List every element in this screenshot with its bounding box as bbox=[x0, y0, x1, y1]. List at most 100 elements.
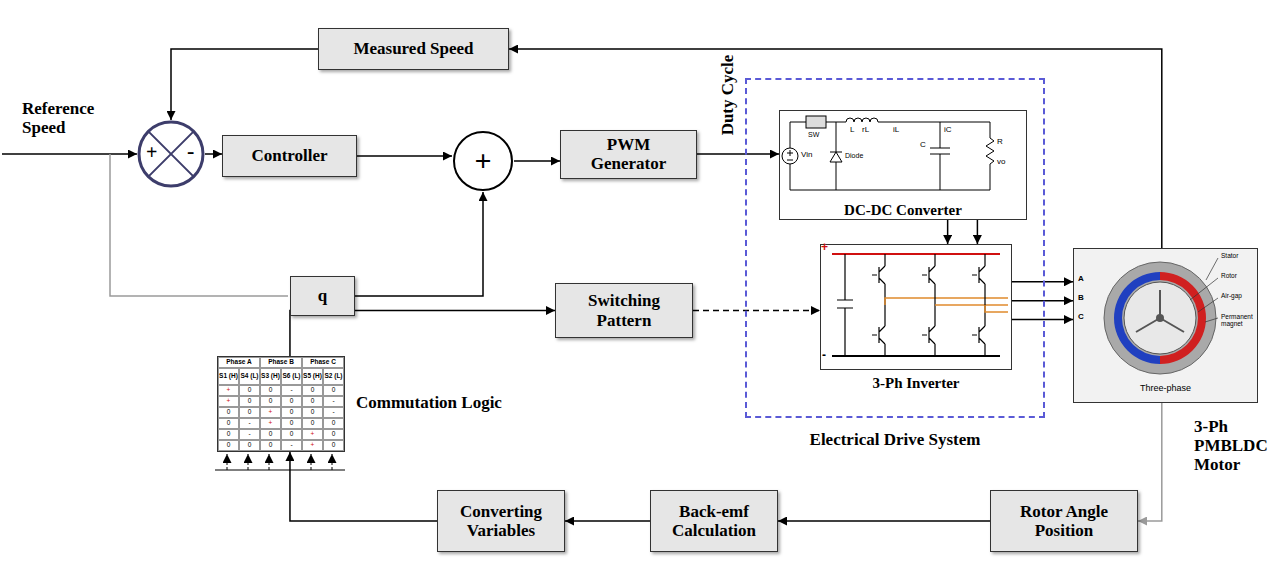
table-cell: - bbox=[323, 407, 344, 418]
process-box: Switching Pattern bbox=[555, 283, 693, 338]
node-text: Rotor Angle Position bbox=[999, 502, 1129, 540]
node-text: DC-DC Converter bbox=[780, 202, 1026, 219]
igbt-leg bbox=[885, 298, 1008, 305]
adder-circle: + bbox=[452, 130, 514, 192]
node-text: Commutation Logic bbox=[356, 393, 502, 412]
table-cell: S4 (L) bbox=[239, 368, 260, 385]
igbt-leg bbox=[922, 254, 935, 356]
table-cell: - bbox=[281, 440, 302, 451]
node-text: q bbox=[318, 286, 327, 305]
process-box: Measured Speed bbox=[318, 28, 509, 70]
signal-arrow bbox=[697, 153, 779, 155]
node-text: Controller bbox=[251, 146, 327, 165]
signal-arrow bbox=[947, 220, 949, 244]
bus-arrow bbox=[248, 454, 249, 470]
node-text: Electrical Drive System bbox=[747, 430, 1043, 449]
signal-arrow bbox=[778, 520, 990, 522]
dc-dc-converter-schematic bbox=[777, 108, 1025, 218]
bus-arrow bbox=[311, 454, 312, 470]
part-label: rL bbox=[862, 126, 869, 135]
gain-box: q bbox=[290, 276, 355, 316]
table-cell: 0 bbox=[323, 440, 344, 451]
part-label: L bbox=[850, 126, 854, 135]
part-label: + bbox=[821, 241, 828, 254]
igbt-leg bbox=[972, 254, 985, 356]
node-text: Back-emf Calculation bbox=[659, 502, 769, 540]
motor-illustration bbox=[1190, 258, 1218, 322]
bus-arrow bbox=[227, 454, 332, 470]
motor-illustration bbox=[1124, 282, 1196, 354]
table-cell: 0 bbox=[323, 429, 344, 440]
part-label: C bbox=[1078, 313, 1084, 322]
table-cell: 0 bbox=[302, 418, 323, 429]
table-cell: Phase B bbox=[260, 357, 302, 368]
table-cell: 0 bbox=[218, 440, 239, 451]
table-cell: 0 bbox=[218, 418, 239, 429]
signal-arrow bbox=[290, 452, 437, 521]
table-cell: 0 bbox=[281, 418, 302, 429]
inverter-schematic bbox=[818, 242, 1010, 368]
signal-arrow bbox=[1138, 403, 1162, 521]
table-cell: + bbox=[218, 385, 239, 396]
dc-dc-converter-schematic bbox=[830, 122, 842, 190]
table-cell: 0 bbox=[323, 418, 344, 429]
node-text: PWM Generator bbox=[569, 135, 688, 173]
table-cell: + bbox=[302, 440, 323, 451]
motor-illustration bbox=[1156, 314, 1164, 322]
dc-dc-converter-schematic bbox=[986, 122, 994, 190]
junction-circle bbox=[139, 122, 203, 186]
inverter-schematic bbox=[837, 254, 853, 356]
part-label: A bbox=[1078, 275, 1084, 284]
process-box: PWM Generator bbox=[560, 130, 697, 179]
signal-bus bbox=[215, 454, 345, 470]
signal-arrow bbox=[1012, 319, 1073, 321]
motor-illustration bbox=[1073, 248, 1258, 403]
motor-illustration bbox=[1073, 248, 1258, 403]
part-label: vo bbox=[997, 158, 1005, 167]
table-cell: - bbox=[239, 429, 260, 440]
table-cell: S1 (H) bbox=[218, 368, 239, 385]
igbt-leg bbox=[985, 305, 1008, 312]
commutation-table: Commutation LogicPhase APhase BPhase CS1… bbox=[217, 356, 345, 452]
table-cell: 0 bbox=[302, 396, 323, 407]
inverter-schematic bbox=[832, 355, 1000, 357]
junction-circle bbox=[454, 132, 512, 190]
table-grid: Phase APhase BPhase CS1 (H)S4 (L)S3 (H)S… bbox=[218, 357, 344, 451]
signal-arrow bbox=[355, 192, 483, 296]
bus-arrow bbox=[332, 454, 333, 470]
table-cell: Phase A bbox=[218, 357, 260, 368]
dc-dc-converter-schematic bbox=[790, 190, 990, 191]
signal-arrow bbox=[693, 310, 820, 312]
node-text: + bbox=[474, 144, 491, 178]
table-cell: 0 bbox=[302, 385, 323, 396]
table-cell: S6 (L) bbox=[281, 368, 302, 385]
part-label: Diode bbox=[845, 152, 863, 160]
node-text: + bbox=[146, 141, 157, 163]
part-label: B bbox=[1078, 294, 1084, 303]
table-cell: 0 bbox=[239, 440, 260, 451]
table-cell: 0 bbox=[218, 429, 239, 440]
table-cell: - bbox=[239, 418, 260, 429]
table-cell: + bbox=[260, 407, 281, 418]
part-label: Stator bbox=[1221, 252, 1238, 259]
table-cell: 0 bbox=[239, 385, 260, 396]
table-cell: Phase C bbox=[302, 357, 344, 368]
converter-box: DC-DC Converter bbox=[779, 110, 1027, 220]
table-cell: 0 bbox=[260, 396, 281, 407]
part-label: Rotor bbox=[1221, 272, 1237, 279]
process-box: Rotor Angle Position bbox=[990, 490, 1138, 552]
part-label: R bbox=[997, 138, 1003, 147]
table-cell: + bbox=[260, 418, 281, 429]
table-cell: 0 bbox=[323, 385, 344, 396]
node-text: - bbox=[187, 139, 194, 164]
table-cell: + bbox=[218, 396, 239, 407]
inverter-schematic bbox=[832, 253, 1000, 255]
table-cell: - bbox=[323, 396, 344, 407]
node-text: Switching Pattern bbox=[564, 291, 684, 329]
part-label: Air-gap bbox=[1221, 292, 1242, 299]
process-box: Controller bbox=[222, 135, 357, 177]
dc-dc-converter-schematic bbox=[777, 108, 1025, 218]
table-cell: 0 bbox=[239, 396, 260, 407]
node-text: Measured Speed bbox=[353, 39, 473, 58]
